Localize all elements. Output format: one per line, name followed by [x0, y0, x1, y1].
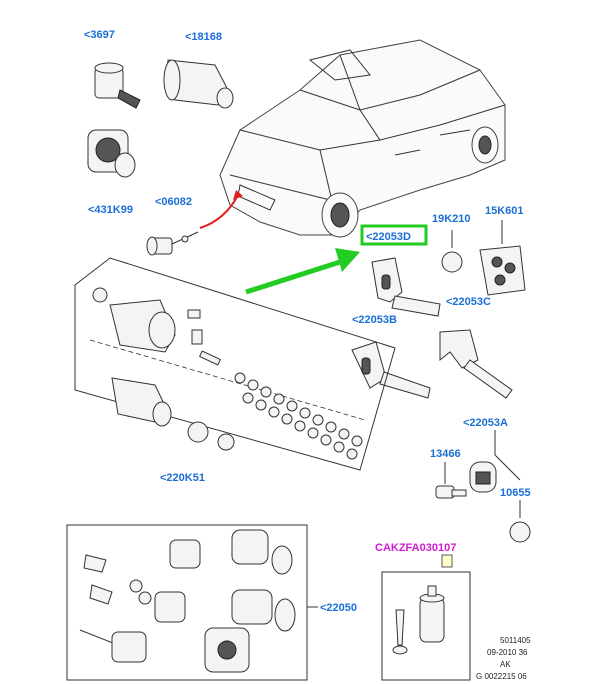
- green-pointer-arrow: [245, 259, 341, 295]
- label-3697: <3697: [84, 29, 115, 41]
- part-22053D-drawing: [371, 257, 441, 317]
- ref-line-4: G 0022215 06: [476, 672, 527, 681]
- part-22053B-drawing: [351, 341, 431, 399]
- label-19K210: 19K210: [432, 213, 471, 225]
- ref-line-1: 5011405: [500, 636, 531, 645]
- label-220K51: <220K51: [160, 472, 205, 484]
- red-arrowhead-icon: [233, 190, 243, 200]
- part-13466-drawing: [435, 462, 467, 499]
- label-10655: 10655: [500, 487, 531, 499]
- car-illustration: [219, 39, 506, 238]
- kit-marker: [441, 554, 453, 568]
- label-18168: <18168: [185, 31, 222, 43]
- part-431K99-drawing: [87, 129, 136, 178]
- part-220K51-drawing: [92, 287, 363, 460]
- part-18168-drawing: [163, 59, 234, 109]
- kit-drawing: [392, 585, 445, 655]
- label-431K99: <431K99: [88, 204, 133, 216]
- label-22053D: <22053D: [366, 231, 411, 243]
- assembly-220K51-frame: [74, 257, 396, 471]
- label-22053C: <22053C: [446, 296, 491, 308]
- lock-set-22050-box: [66, 524, 308, 681]
- label-22053A: <22053A: [463, 417, 508, 429]
- part-10655-drawing: [509, 500, 531, 543]
- label-06082: <06082: [155, 196, 192, 208]
- red-pointer-arrow: [199, 194, 239, 229]
- part-19K210-drawing: [441, 230, 463, 273]
- highlight-box: [360, 224, 428, 246]
- part-3697-drawing: [94, 62, 141, 109]
- label-22053B: <22053B: [352, 314, 397, 326]
- label-CAKZFA030107: CAKZFA030107: [375, 542, 456, 554]
- ref-line-3: AK: [500, 660, 511, 669]
- part-22053A-drawing: [469, 430, 521, 493]
- part-15K601-drawing: [479, 220, 526, 296]
- label-15K601: 15K601: [485, 205, 524, 217]
- part-22050-drawing: [79, 529, 296, 673]
- label-22050: <22050: [320, 602, 357, 614]
- part-22053C-drawing: [439, 329, 513, 399]
- label-13466: 13466: [430, 448, 461, 460]
- part-06082-drawing: [146, 231, 199, 256]
- green-arrowhead-icon: [335, 248, 360, 272]
- ref-line-2: 09-2010 36: [487, 648, 528, 657]
- kit-box: [381, 571, 471, 681]
